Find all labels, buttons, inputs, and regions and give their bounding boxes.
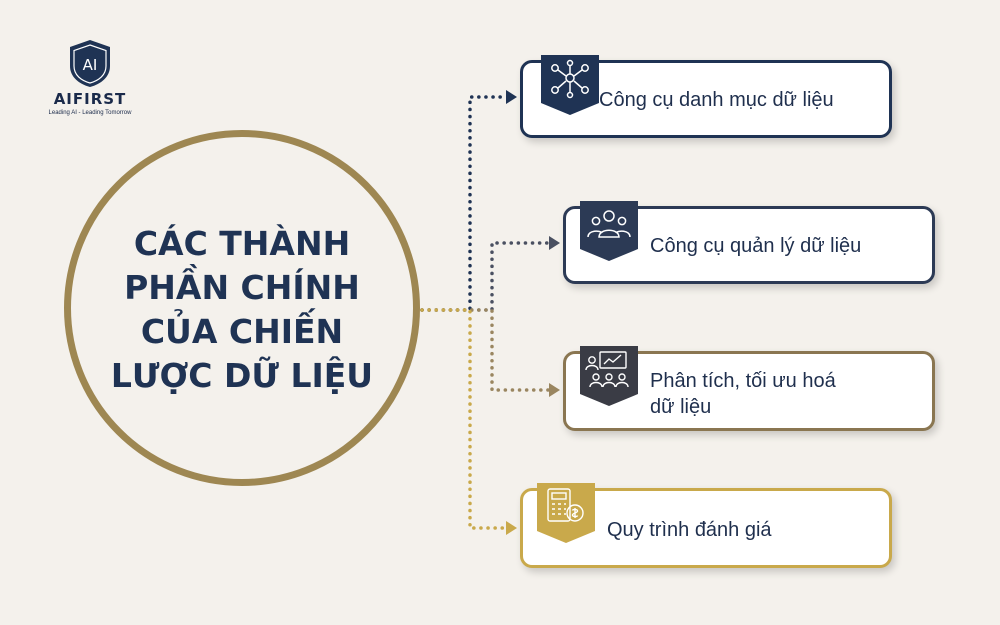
card-label: Phân tích, tối ưu hoá dữ liệu — [650, 368, 836, 420]
card-evaluation-process: Quy trình đánh giá — [520, 483, 892, 568]
center-title: CÁC THÀNH PHẦN CHÍNH CỦA CHIẾN LƯỢC DỮ L… — [102, 222, 382, 398]
card-label: Công cụ quản lý dữ liệu — [650, 233, 861, 259]
arrowhead-1 — [506, 90, 517, 104]
arrowhead-4 — [506, 521, 517, 535]
card-label-line: Công cụ danh mục dữ liệu — [599, 89, 834, 111]
svg-text:AI: AI — [83, 56, 98, 74]
card-label: Công cụ danh mục dữ liệu — [599, 87, 834, 113]
center-circle: CÁC THÀNH PHẦN CHÍNH CỦA CHIẾN LƯỢC DỮ L… — [64, 130, 420, 486]
card-data-catalog: Công cụ danh mục dữ liệu — [520, 55, 892, 138]
connector-1 — [420, 95, 507, 312]
calculator-coin-icon — [537, 483, 595, 543]
title-line-3: CỦA CHIẾN — [140, 312, 344, 351]
card-label-line: Công cụ quản lý dữ liệu — [650, 235, 862, 257]
logo: AI AIFIRST Leading AI - Leading Tomorrow — [30, 38, 150, 116]
title-line-1: CÁC THÀNH — [133, 224, 351, 263]
card-label-line: Phân tích, tối ưu hoá — [650, 370, 836, 392]
logo-tagline: Leading AI - Leading Tomorrow — [48, 110, 132, 116]
title-line-2: PHẦN CHÍNH — [124, 268, 360, 307]
arrowhead-3 — [549, 383, 560, 397]
arrowhead-2 — [549, 236, 560, 250]
connector-4 — [420, 308, 507, 530]
title-line-4: LƯỢC DỮ LIỆU — [110, 356, 374, 395]
card-label-line: dữ liệu — [650, 396, 712, 418]
card-label: Quy trình đánh giá — [607, 517, 772, 543]
analytics-meeting-icon — [580, 346, 638, 406]
team-icon — [580, 201, 638, 261]
card-data-management: Công cụ quản lý dữ liệu — [563, 201, 935, 284]
logo-name: AIFIRST — [53, 90, 127, 108]
network-people-icon — [541, 55, 599, 115]
connector-3 — [420, 308, 550, 392]
logo-shield-icon: AI — [70, 40, 110, 87]
card-label-line: Quy trình đánh giá — [607, 519, 772, 541]
connector-2 — [420, 241, 550, 312]
card-data-analytics: Phân tích, tối ưu hoá dữ liệu — [563, 346, 935, 431]
